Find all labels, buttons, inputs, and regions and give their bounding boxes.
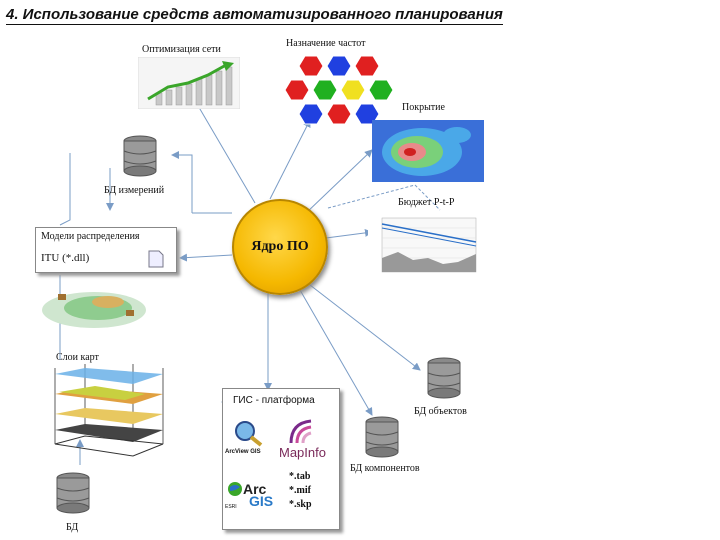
map-layers-icon [54,364,164,457]
arrow-db-objects [309,284,421,371]
format-tab: *.tab [289,471,311,482]
budget-profile-icon [368,214,490,282]
db-measurements-icon [123,135,157,177]
format-mif: *.mif [289,485,311,496]
itu-label: ITU (*.dll) [41,252,90,264]
frequency-label: Назначение частот [286,38,366,49]
arc-label: Arc [243,481,267,497]
core-node: Ядро ПО [232,199,328,295]
esri-label: ESRI [225,504,237,510]
arrow-db-components [299,289,373,416]
db-label: БД [66,522,79,533]
terrain-3d-icon [42,292,146,328]
db-objects-icon [427,357,461,399]
format-skp: *.skp [289,499,312,510]
arrow-budget [325,228,373,239]
db-icon [56,472,90,514]
gis-platform-label: ГИС - платформа [233,395,315,406]
magnifier-icon [235,421,263,447]
gis-platform-panel: ГИС - платформа ArcView GIS MapInfo Arc … [222,388,340,530]
optimization-chart-icon [138,57,240,109]
propagation-models-label: Модели распределения [41,231,140,242]
mapinfo-label: MapInfo [279,445,326,460]
globe-icon [228,482,242,496]
coverage-label: Покрытие [402,102,445,113]
arrow-models [179,253,233,262]
map-layers-label: Слои карт [56,352,99,363]
arrow-optimization [189,91,256,204]
coverage-map-icon [372,120,484,182]
optimization-label: Оптимизация сети [142,44,221,55]
db-components-icon [365,416,399,458]
gis-logo-label: GIS [249,493,274,509]
db-objects-label: БД объектов [414,406,467,417]
db-measurements-label: БД измерений [104,185,165,196]
arrow-frequency [269,119,311,200]
db-components-label: БД компонентов [350,463,420,474]
mapinfo-logo-icon [289,419,312,444]
budget-label: Бюджет P-t-P [398,197,455,208]
propagation-models-panel: Модели распределения ITU (*.dll) [35,227,177,273]
slide-title: 4. Использование средств автоматизирован… [6,6,503,25]
arrow-coverage [304,149,373,215]
file-icon [148,250,164,268]
frequency-hex-icon [284,55,393,125]
arrow-db-measurements [171,151,193,213]
arcview-label: ArcView GIS [225,449,261,455]
